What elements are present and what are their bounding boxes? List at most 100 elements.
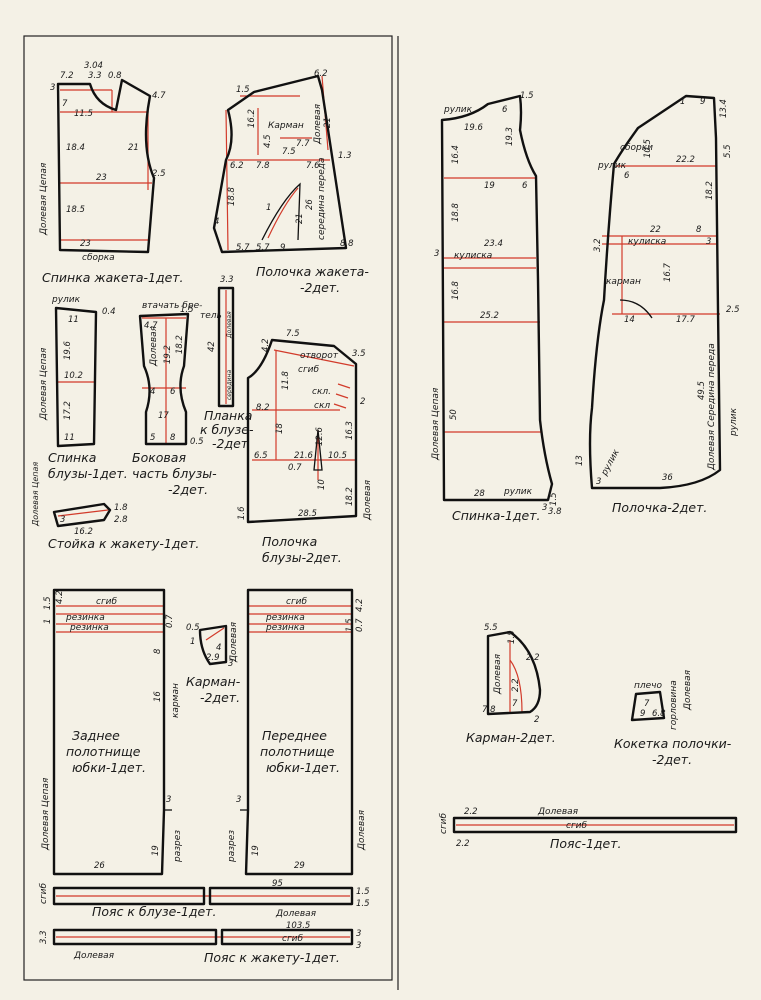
bs-n9: 0.5 [190,437,204,447]
yk-n0: 7 [644,699,650,709]
blouse-front-piece: 7.5 4.2 3.5 11.8 2 8.2 18 12.6 16.3 6.5 … [237,329,373,565]
blouse-back-piece: рулик 0.4 11 19.6 10.2 17.2 11 Долевая Ц… [39,295,128,481]
bk-n15: 1.5 [549,492,559,506]
belt-j-n1: 103.5 [286,921,310,931]
sp-n4: 3 [228,659,233,669]
bk-n1: 6 [502,105,508,115]
sf-caption1: Переднее [262,728,327,743]
fr-n13: 14 [624,315,635,325]
jf-n3: 16.2 [247,109,257,128]
sp-n2: 4 [216,643,221,653]
fr-rulik: рулик [597,161,627,171]
bk-n10: 16.8 [451,280,461,300]
jf-n6: 7.7 [296,139,310,149]
jb-n0: 7.2 [60,71,74,81]
jf-n8: 7.8 [256,161,270,171]
jacket-front-piece: 6.2 1.5 21 16.2 4.5 7.5 7.7 6.2 7.8 7.6 … [212,69,369,295]
bp-grain: Долевая [226,311,233,339]
jb-n8: 18.4 [66,143,85,153]
fr-n16: 49.5 [697,381,707,400]
bl-grain: Долевая [537,807,579,817]
col-caption: Стойка к жакету-1дет. [48,536,199,551]
sb-caption3: юбки-1дет. [72,760,146,775]
sf-n0: 4.2 [355,598,365,612]
bk-n3: 19.3 [505,127,515,146]
bk-n6: 6 [522,181,528,191]
bf-n5: 8.2 [256,403,270,413]
jf-n14: 4 [214,217,219,227]
bs-n2: 18.2 [175,335,185,354]
sb-n3: 0.7 [165,614,175,628]
pk-n5: 7 [512,699,518,709]
sb-grain: Долевая Цепая [41,777,51,851]
jf-n7: 6.2 [230,161,244,171]
bb-grain: Долевая Цепая [39,347,49,421]
sb-n6: 3 [166,795,171,805]
bf-n15: 1.6 [237,506,247,520]
bk-n9: 23.4 [484,239,503,249]
front-piece: сборки рулик 1 9 13.4 10.5 22.2 5.5 6 18… [575,94,740,515]
fr-grain: Долевая Середина переда [707,343,717,471]
fr-n15: 2.5 [726,305,740,315]
bf-fold: сгиб [298,365,320,375]
bk-n12: 50 [449,409,459,420]
jf-n12: 26 [305,199,315,210]
bs-n3: 19.2 [163,345,173,364]
fr-gathers: сборки [620,143,653,153]
fr-n19: 36 [662,473,673,483]
pk-n6: 2 [534,715,539,725]
bp-caption3: -2дет [212,436,249,451]
sf-caption3: юбки-1дет. [266,760,340,775]
fr-rulik3: рулик [729,407,739,437]
fr-n2: 13.4 [719,99,729,118]
jf-n2: 21 [323,117,333,128]
sf-elastic2: резинка [265,623,305,633]
jf-grain: Долевая [313,103,323,145]
belt-b-caption: Пояс к блузе-1дет. [92,904,216,919]
pk-n1: 1.5 [507,630,517,644]
bf-n8: 16.3 [345,421,355,440]
pk-grain: Долевая [493,653,503,695]
bf-n3: 11.8 [281,370,291,390]
sb-n4: 8 [153,648,163,654]
col-n3: 2.8 [114,515,128,525]
bf-pleat2: скл [314,401,330,411]
bf-n1: 4.2 [261,338,271,352]
fr-caption: Полочка-2дет. [612,500,707,515]
jf-caption1: Полочка жакета- [256,264,369,279]
jf-n9: 7.6 [306,161,320,171]
fr-n4: 22.2 [676,155,695,165]
belt-b-fold: сгиб [39,882,49,904]
sb-n8: 26 [94,861,105,871]
bl-caption: Пояс-1дет. [550,836,622,851]
sf-n1: 0.7 [355,618,365,632]
sb-caption1: Заднее [72,728,120,743]
bf-caption2: блузы-2дет. [262,550,342,565]
belt-j-n2: 3 [356,929,361,939]
back-piece: рулик 1.5 6 19.6 19.3 16.4 19 6 18.8 3 2… [431,91,562,523]
yk-caption1: Кокетка полочки- [614,736,732,751]
belt-j-caption: Пояс к жакету-1дет. [204,950,340,965]
bl-fold-end: сгиб [439,812,449,834]
jf-n17: 5.7 [256,243,270,253]
sp-caption2: -2дет. [200,690,240,705]
jb-n10: 23 [96,173,107,183]
bk-n14: 3 [542,503,547,513]
belt-b-n1: 1.5 [356,887,370,897]
jf-pocket: Карман [268,121,304,131]
fr-n3: 10.5 [643,139,653,158]
bp-caption2: к блузе- [200,422,254,437]
bk-n5: 19 [484,181,495,191]
jf-n11: 18.8 [227,186,237,206]
bk-n16: 3.8 [548,507,562,517]
bb-rulik: рулик [51,295,81,305]
bl-n0: 2.2 [464,807,478,817]
jb-n1: 3.04 [84,61,103,71]
jacket-collar-piece: Долевая Цепая 3 16.2 1.8 2.8 Стойка к жа… [31,462,199,551]
bf-grain: Долевая [363,479,373,521]
bf-lapel: отворот [300,351,339,361]
sb-n2: 4.2 [55,590,65,604]
fr-pocket: карман [606,277,641,287]
jf-n16: 5.7 [236,243,250,253]
